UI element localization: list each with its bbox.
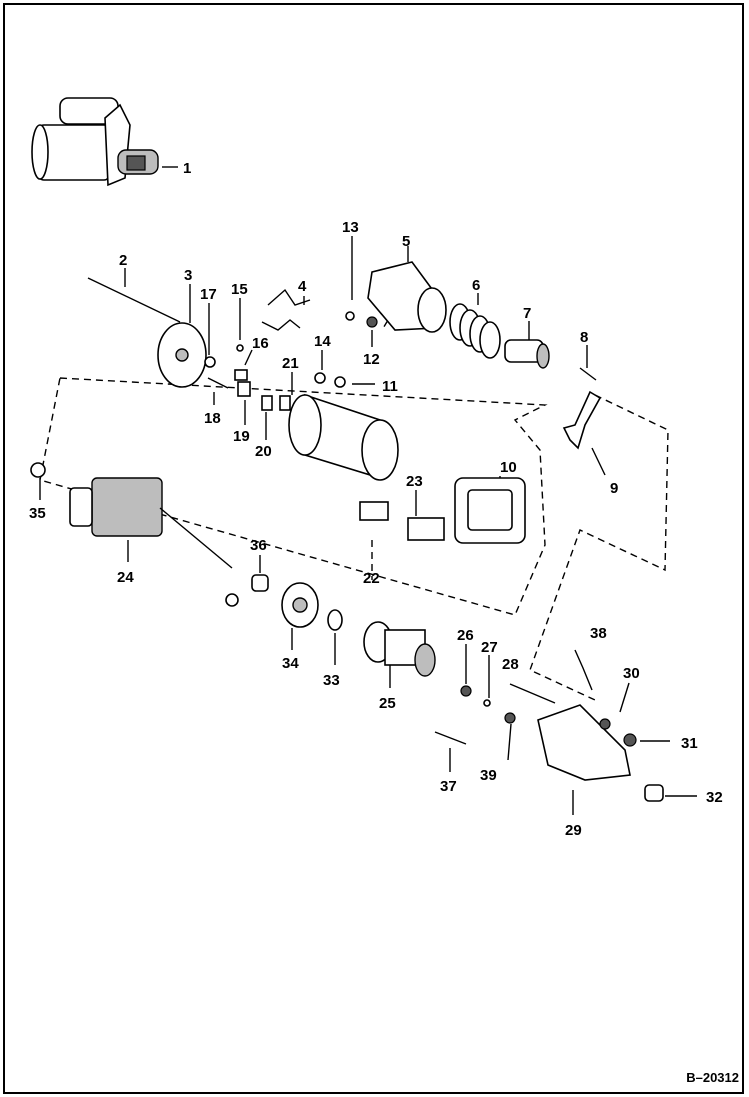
callout-8: 8 — [580, 329, 588, 346]
callout-17: 17 — [200, 286, 217, 303]
part-drive-end-plate — [281, 582, 319, 628]
part-lever-38 — [574, 649, 593, 691]
callout-37: 37 — [440, 778, 457, 795]
callout-9: 9 — [610, 480, 618, 497]
callout-31: 31 — [681, 735, 698, 752]
callout-36: 36 — [250, 537, 267, 554]
callout-11: 11 — [382, 378, 398, 395]
callout-28: 28 — [502, 656, 519, 673]
part-drive-housing — [537, 704, 631, 781]
part-screw-34 — [225, 593, 239, 607]
callout-30: 30 — [623, 665, 640, 682]
callout-1: 1 — [183, 160, 191, 177]
part-field-frame — [288, 393, 399, 481]
part-washer-26 — [460, 685, 472, 697]
callout-34: 34 — [282, 655, 299, 672]
part-bolt-28 — [509, 683, 556, 704]
callout-14: 14 — [314, 333, 331, 350]
part-brush-spring-21 — [279, 395, 291, 411]
callout-3: 3 — [184, 267, 192, 284]
diagram-border — [3, 3, 744, 1094]
callout-4: 4 — [298, 278, 307, 295]
part-brush-19 — [237, 381, 251, 397]
part-pin — [579, 367, 597, 381]
part-armature — [69, 477, 233, 569]
part-washer-11 — [334, 376, 346, 388]
callout-18: 18 — [204, 410, 221, 427]
pinion-alignment-dashed-line — [529, 394, 669, 701]
part-brush-23 — [407, 517, 445, 541]
callout-29: 29 — [565, 822, 582, 839]
callout-2: 2 — [119, 252, 127, 269]
part-screw-13 — [345, 311, 355, 321]
callout-16: 16 — [252, 335, 269, 352]
part-key-37 — [434, 731, 467, 745]
callout-labels: 1 2 3 4 5 6 7 8 9 10 11 12 13 14 15 16 1… — [29, 160, 723, 839]
part-washer-39 — [504, 712, 516, 724]
callout-15: 15 — [231, 281, 248, 298]
callout-22: 22 — [363, 570, 380, 587]
part-brush-spring-set — [261, 288, 311, 331]
part-shift-lever — [562, 390, 602, 450]
callout-12: 12 — [363, 351, 380, 368]
callout-32: 32 — [706, 789, 723, 806]
callout-5: 5 — [402, 233, 410, 250]
part-plunger — [504, 339, 550, 369]
part-solenoid — [367, 261, 447, 333]
callout-33: 33 — [323, 672, 340, 689]
part-nut-31 — [623, 733, 637, 747]
part-brush-holder — [454, 477, 526, 544]
callout-13: 13 — [342, 219, 359, 236]
part-bushing-36 — [251, 574, 269, 592]
callout-10: 10 — [500, 459, 517, 476]
part-screw-18 — [207, 377, 229, 389]
part-brush-22 — [359, 501, 389, 521]
callout-26: 26 — [457, 627, 474, 644]
part-plunger-spring — [449, 303, 501, 359]
callout-20: 20 — [255, 443, 272, 460]
callout-25: 25 — [379, 695, 396, 712]
callout-24: 24 — [117, 569, 134, 586]
callout-39: 39 — [480, 767, 497, 784]
part-bushing-35 — [30, 462, 46, 478]
figure-id: B–20312 — [686, 1070, 739, 1085]
callout-6: 6 — [472, 277, 480, 294]
callout-19: 19 — [233, 428, 250, 445]
callout-23: 23 — [406, 473, 423, 490]
callout-leader-lines — [39, 166, 697, 815]
part-washer-30 — [599, 718, 611, 730]
part-insulator-20 — [261, 395, 273, 411]
part-screw-14 — [314, 372, 326, 384]
part-brush-16 — [234, 369, 248, 381]
part-ring-27 — [483, 699, 491, 707]
callout-7: 7 — [523, 305, 531, 322]
part-nut-12 — [366, 316, 378, 328]
part-bushing-32 — [644, 784, 664, 802]
part-screw-15 — [236, 344, 244, 352]
part-washer-33 — [327, 609, 343, 631]
callout-21: 21 — [282, 355, 299, 372]
part-washer-17 — [204, 356, 216, 368]
callout-35: 35 — [29, 505, 46, 522]
callout-27: 27 — [481, 639, 498, 656]
part-starter-assembly — [31, 97, 159, 187]
callout-38: 38 — [590, 625, 607, 642]
part-drive-assembly — [363, 621, 436, 677]
part-end-plate — [157, 322, 207, 388]
part-through-bolt — [87, 277, 181, 323]
